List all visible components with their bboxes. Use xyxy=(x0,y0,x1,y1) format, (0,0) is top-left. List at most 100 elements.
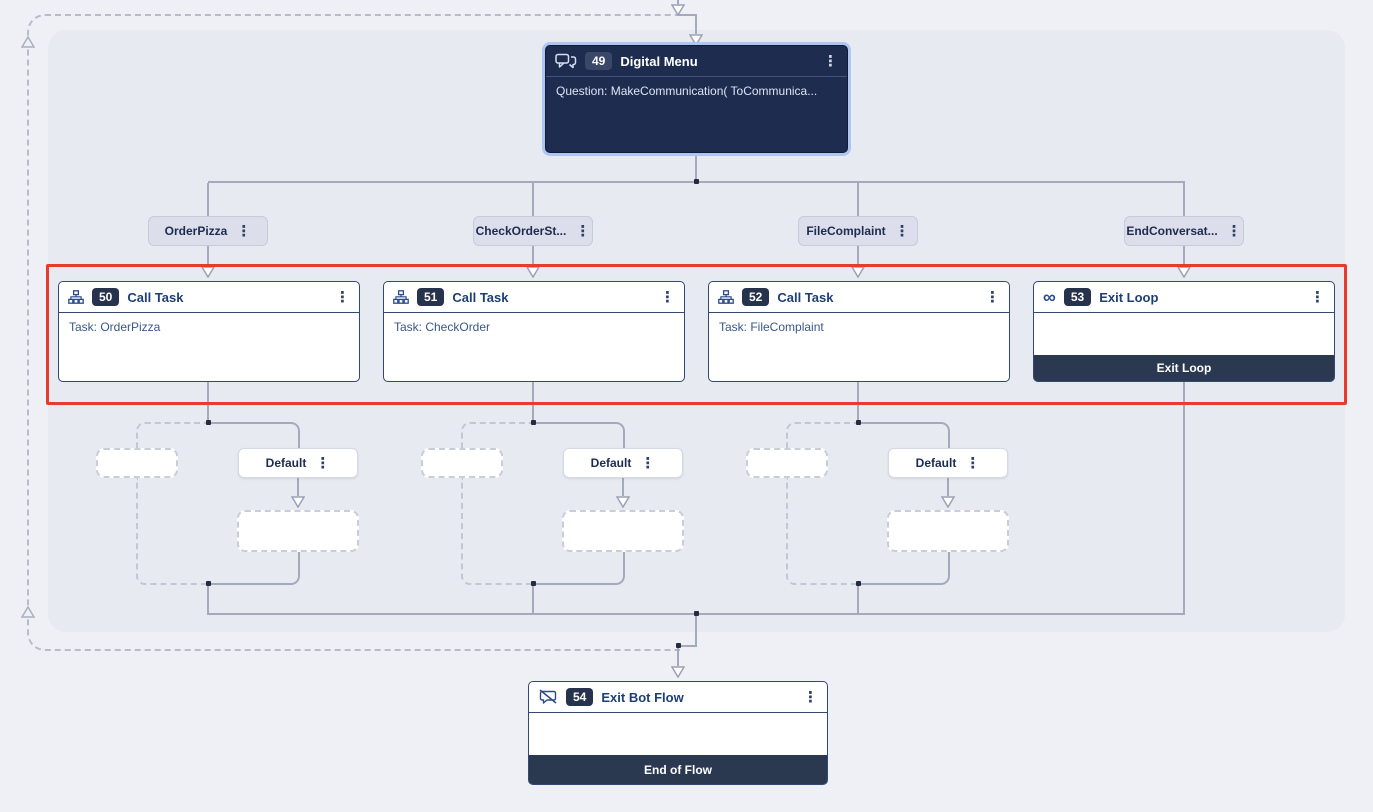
junction-dot xyxy=(531,581,536,586)
node-title: Exit Bot Flow xyxy=(601,689,684,705)
node-header: 54 Exit Bot Flow ⋮ xyxy=(529,682,827,713)
kebab-menu-icon[interactable]: ⋮ xyxy=(823,52,838,70)
connector-elbow-dashed xyxy=(786,422,860,450)
node-id-badge: 54 xyxy=(566,688,594,706)
kebab-menu-icon[interactable]: ⋮ xyxy=(1310,288,1325,306)
empty-branch-slot[interactable] xyxy=(746,448,828,478)
branch-label: Default xyxy=(265,456,307,470)
connector xyxy=(947,478,949,496)
connector-elbow-dashed xyxy=(136,422,210,450)
kebab-menu-icon[interactable]: ⋮ xyxy=(1226,222,1242,240)
down-arrow xyxy=(1176,266,1192,279)
node-header: 51 Call Task ⋮ xyxy=(384,282,684,313)
branch-chip-filecomplaint[interactable]: FileComplaint ⋮ xyxy=(798,216,918,246)
node-id-badge: 50 xyxy=(92,288,120,306)
connector-elbow xyxy=(533,552,625,585)
empty-branch-slot[interactable] xyxy=(421,448,503,478)
connector xyxy=(532,382,534,422)
node-header: ∞ 53 Exit Loop ⋮ xyxy=(1034,282,1334,313)
connector xyxy=(1183,246,1185,266)
down-arrow xyxy=(670,666,686,679)
branch-label: OrderPizza xyxy=(164,224,228,238)
connector-elbow xyxy=(533,422,625,450)
branch-label: CheckOrderSt... xyxy=(475,224,567,238)
node-body-text: Task: CheckOrder xyxy=(394,320,491,334)
down-arrow xyxy=(290,496,306,509)
kebab-menu-icon[interactable]: ⋮ xyxy=(575,222,591,240)
kebab-menu-icon[interactable]: ⋮ xyxy=(660,288,675,306)
connector xyxy=(677,645,697,647)
node-title: Call Task xyxy=(127,289,184,305)
branch-label: FileComplaint xyxy=(806,224,886,238)
default-branch-chip[interactable]: Default ⋮ xyxy=(238,448,358,478)
node-exit-bot-flow-54[interactable]: 54 Exit Bot Flow ⋮ End of Flow xyxy=(528,681,828,785)
branch-chip-orderpizza[interactable]: OrderPizza ⋮ xyxy=(148,216,268,246)
junction-dot xyxy=(676,643,681,648)
kebab-menu-icon[interactable]: ⋮ xyxy=(335,288,350,306)
down-arrow xyxy=(615,496,631,509)
junction-dot xyxy=(856,420,861,425)
node-call-task-51[interactable]: 51 Call Task ⋮ Task: CheckOrder xyxy=(383,281,685,382)
empty-branch-slot[interactable] xyxy=(96,448,178,478)
chat-off-icon xyxy=(538,689,558,705)
connector xyxy=(695,615,697,646)
default-branch-chip[interactable]: Default ⋮ xyxy=(563,448,683,478)
connector xyxy=(677,647,679,666)
node-header: 52 Call Task ⋮ xyxy=(709,282,1009,313)
connector xyxy=(532,583,534,614)
connector xyxy=(207,382,209,422)
node-digital-menu[interactable]: 49 Digital Menu ⋮ Question: MakeCommunic… xyxy=(545,45,848,153)
node-body-text xyxy=(529,713,827,755)
kebab-menu-icon[interactable]: ⋮ xyxy=(985,288,1000,306)
node-call-task-50[interactable]: 50 Call Task ⋮ Task: OrderPizza xyxy=(58,281,360,382)
loop-up-arrow xyxy=(20,605,36,618)
connector xyxy=(857,246,859,266)
node-body-text: Question: MakeCommunication( ToCommunica… xyxy=(556,84,818,98)
down-arrow xyxy=(940,496,956,509)
chat-bubbles-icon xyxy=(555,53,577,69)
kebab-menu-icon[interactable]: ⋮ xyxy=(640,454,656,472)
connector xyxy=(857,183,859,216)
kebab-menu-icon[interactable]: ⋮ xyxy=(315,454,331,472)
down-arrow xyxy=(525,266,541,279)
branch-label: EndConversat... xyxy=(1126,224,1218,238)
node-id-badge: 52 xyxy=(742,288,770,306)
branch-chip-checkorderstatus[interactable]: CheckOrderSt... ⋮ xyxy=(473,216,593,246)
kebab-menu-icon[interactable]: ⋮ xyxy=(894,222,910,240)
node-id-badge: 51 xyxy=(417,288,445,306)
node-title: Call Task xyxy=(777,289,834,305)
branch-label: Default xyxy=(915,456,957,470)
kebab-menu-icon[interactable]: ⋮ xyxy=(236,222,252,240)
kebab-menu-icon[interactable]: ⋮ xyxy=(965,454,981,472)
default-branch-chip[interactable]: Default ⋮ xyxy=(888,448,1008,478)
node-body-text: Task: OrderPizza xyxy=(69,320,161,334)
connector xyxy=(1183,183,1185,216)
connector-elbow-dashed xyxy=(461,422,535,450)
empty-action-slot[interactable] xyxy=(887,510,1009,552)
node-call-task-52[interactable]: 52 Call Task ⋮ Task: FileComplaint xyxy=(708,281,1010,382)
sitemap-icon xyxy=(718,290,734,304)
loop-up-arrow xyxy=(20,35,36,48)
node-exit-loop-53[interactable]: ∞ 53 Exit Loop ⋮ Exit Loop xyxy=(1033,281,1335,382)
sitemap-icon xyxy=(68,290,84,304)
node-title: Digital Menu xyxy=(620,53,698,69)
connector-elbow xyxy=(858,422,950,450)
node-header: 50 Call Task ⋮ xyxy=(59,282,359,313)
connector xyxy=(678,14,697,16)
node-header: 49 Digital Menu ⋮ xyxy=(546,46,847,77)
connector-elbow-dashed xyxy=(136,478,210,585)
sitemap-icon xyxy=(393,290,409,304)
connector xyxy=(677,0,679,4)
node-title: Exit Loop xyxy=(1099,289,1159,305)
empty-action-slot[interactable] xyxy=(237,510,359,552)
kebab-menu-icon[interactable]: ⋮ xyxy=(803,688,818,706)
down-arrow xyxy=(850,266,866,279)
connector-elbow xyxy=(208,552,300,585)
connector xyxy=(857,382,859,422)
loop-back-connector xyxy=(27,14,680,651)
connector xyxy=(622,478,624,496)
branch-chip-endconversation[interactable]: EndConversat... ⋮ xyxy=(1124,216,1244,246)
connector xyxy=(207,246,209,266)
empty-action-slot[interactable] xyxy=(562,510,684,552)
connector-elbow xyxy=(208,422,300,450)
